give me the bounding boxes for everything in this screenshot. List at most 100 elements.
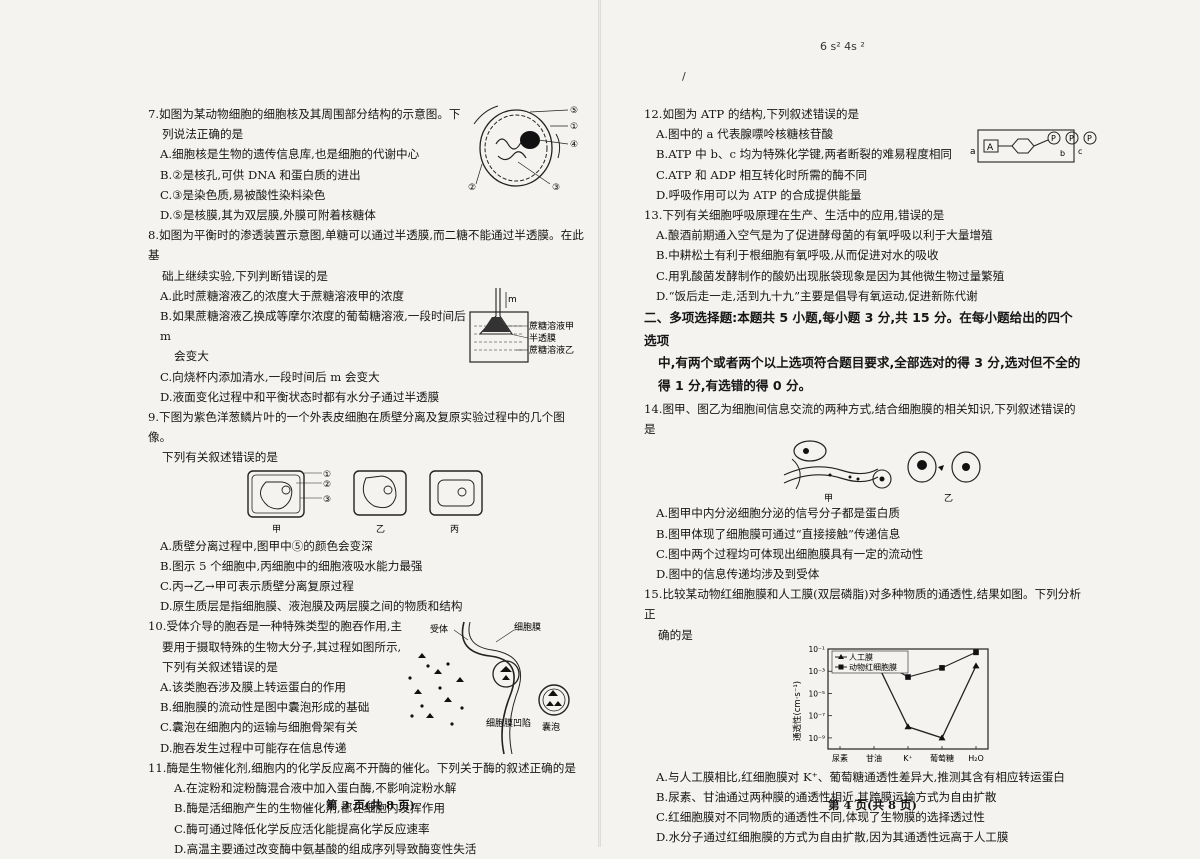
q9-option-c: C.丙→乙→甲可表示质壁分离复原过程 <box>160 579 354 594</box>
page-3-footer: 第 3 页(共 8 页) <box>326 798 415 812</box>
q7-label-2: ② <box>468 183 476 192</box>
cell-signaling-diagram: 甲 乙 <box>783 440 981 503</box>
q8-option-c: C.向烧杯内添加清水,一段时间后 m 会变大 <box>160 369 380 384</box>
q9-label-2: ② <box>323 480 331 490</box>
q7-label-1: ① <box>570 122 578 132</box>
page-4-content: 12.如图为 ATP 的结构,下列叙述错误的是 A.图中的 a 代表腺嘌呤核糖核… <box>644 104 1084 848</box>
q11-option-d: D.高温主要通过改变酶中氨基酸的组成序列导致酶变性失活 <box>174 841 477 856</box>
signaling-yi: 乙 <box>907 451 981 503</box>
legend-artificial-membrane: 人工膜 <box>849 652 873 662</box>
q10-stem-line-3: 下列有关叙述错误的是 <box>162 659 278 674</box>
q14-option-c: C.图中两个过程均可体现出细胞膜具有一定的流动性 <box>656 546 924 561</box>
q8-option-b-cont: 会变大 <box>174 349 209 364</box>
q14-label-jia: 甲 <box>824 493 833 503</box>
q9-option-b: B.图示 5 个细胞中,丙细胞中的细胞液吸水能力最强 <box>160 558 423 573</box>
q11-option-a: A.在淀粉和淀粉酶混合液中加入蛋白酶,不影响淀粉水解 <box>174 781 457 796</box>
question-7: 7.如图为某动物细胞的细胞核及其周围部分结构的示意图。下 列说法正确的是 A.细… <box>148 104 586 225</box>
q8-option-b: B.如果蔗糖溶液乙换成等摩尔浓度的葡萄糖溶液,一段时间后 m <box>160 309 466 344</box>
q7-option-c: C.③是染色质,易被酸性染料染色 <box>160 187 326 202</box>
page-3: 7.如图为某动物细胞的细胞核及其周围部分结构的示意图。下 列说法正确的是 A.细… <box>0 0 600 856</box>
atp-structure-diagram: a A P b P c P <box>970 129 1097 163</box>
q7-option-b: B.②是核孔,可供 DNA 和蛋白质的进出 <box>160 167 361 182</box>
q9-label-3: ③ <box>323 495 331 505</box>
q13-option-b: B.中耕松土有利于根细胞有氧呼吸,从而促进对水的吸收 <box>656 248 939 263</box>
q10-option-b: B.细胞膜的流动性是图中囊泡形成的基础 <box>160 700 370 715</box>
cell-jia: ① ② ③ 甲 <box>247 470 331 535</box>
q8-option-d: D.液面变化过程中和平衡状态时都有水分子通过半透膜 <box>160 389 440 404</box>
q15-stem-line-1: 15.比较某动物红细胞膜和人工膜(双层磷脂)对多种物质的通透性,结果如图。下列分… <box>644 587 1081 622</box>
question-15: 15.比较某动物红细胞膜和人工膜(双层磷脂)对多种物质的通透性,结果如图。下列分… <box>644 584 1084 847</box>
q10-option-d: D.胞吞发生过程中可能存在信息传递 <box>160 740 347 755</box>
page-4: 6 s² 4s ² / <box>600 0 1200 847</box>
point-artificial-membrane <box>938 734 946 741</box>
q14-option-d: D.图中的信息传递均涉及到受体 <box>656 567 820 582</box>
q15-option-d: D.水分子通过红细胞膜的方式为自由扩散,因为其通透性远高于人工膜 <box>656 830 1009 845</box>
y-tick-label: 10⁻³ <box>808 667 825 676</box>
point-artificial-membrane <box>904 723 912 730</box>
question-8: 8.如图为平衡时的渗透装置示意图,单糖可以通过半透膜,而二糖不能通过半透膜。在此… <box>148 225 586 407</box>
q9-stem-line-2: 下列有关叙述错误的是 <box>162 450 278 465</box>
q12-option-a: A.图中的 a 代表腺嘌呤核糖核苷酸 <box>656 127 834 142</box>
page-4-footer: 第 4 页(共 8 页) <box>828 798 917 812</box>
q7-label-3: ③ <box>552 183 560 192</box>
atp-label-p2: P <box>1069 134 1074 143</box>
q10-option-c: C.囊泡在细胞内的运输与细胞骨架有关 <box>160 720 358 735</box>
q12-stem: 12.如图为 ATP 的结构,下列叙述错误的是 <box>644 107 860 121</box>
nucleus-diagram: ⑤ ① ④ ③ ② <box>468 105 578 192</box>
chart-y-axis-label: 通透性(cm·s⁻¹) <box>792 681 803 741</box>
handwriting-mark: / <box>682 70 686 83</box>
point-rbc-membrane <box>973 649 979 656</box>
point-artificial-membrane <box>972 662 980 669</box>
page-3-content: 7.如图为某动物细胞的细胞核及其周围部分结构的示意图。下 列说法正确的是 A.细… <box>148 104 586 859</box>
q9-label-1: ① <box>323 470 331 480</box>
x-tick-label: 葡萄糖 <box>930 753 954 763</box>
q9-label-bing: 丙 <box>450 524 459 535</box>
atp-label-b: b <box>1060 149 1065 158</box>
y-tick-label: 10⁻⁷ <box>808 712 825 721</box>
q15-option-a: A.与人工膜相比,红细胞膜对 K⁺、葡萄糖通透性差异大,推测其含有相应转运蛋白 <box>656 769 1065 784</box>
q7-stem-line-1: 7.如图为某动物细胞的细胞核及其周围部分结构的示意图。下 <box>148 107 461 121</box>
q8-stem-line-2: 础上继续实验,下列判断错误的是 <box>162 268 328 283</box>
point-rbc-membrane <box>905 674 911 680</box>
q10-option-a: A.该类胞吞涉及膜上转运蛋白的作用 <box>160 680 346 695</box>
q13-option-c: C.用乳酸菌发酵制作的酸奶出现胀袋现象是因为其他微生物过量繁殖 <box>656 268 1005 283</box>
section-2-heading: 二、多项选择题:本题共 5 小题,每小题 3 分,共 15 分。在每小题给出的四… <box>644 307 1084 397</box>
question-14: 14.图甲、图乙为细胞间信息交流的两种方式,结合细胞膜的相关知识,下列叙述错误的… <box>644 399 1084 584</box>
q7-stem-line-2: 列说法正确的是 <box>162 127 244 142</box>
q15-option-b: B.尿素、甘油通过两种膜的通透性相近,其跨膜运输方式为自由扩散 <box>656 790 997 805</box>
atp-label-a: a <box>970 147 976 157</box>
q10-label-vesicle: 囊泡 <box>542 721 560 733</box>
q12-option-c: C.ATP 和 ADP 相互转化时所需的酶不同 <box>656 167 868 182</box>
q9-label-yi: 乙 <box>376 524 385 535</box>
question-9: 9.下图为紫色洋葱鳞片叶的一个外表皮细胞在质壁分离及复原实验过程中的几个图像。 … <box>148 407 586 616</box>
question-10: 10.受体介导的胞吞是一种特殊类型的胞吞作用,主 要用于摄取特殊的生物大分子,其… <box>148 616 586 757</box>
page-fold <box>598 0 601 847</box>
q8-option-a: A.此时蔗糖溶液乙的浓度大于蔗糖溶液甲的浓度 <box>160 288 404 303</box>
q11-stem: 11.酶是生物催化剂,细胞内的化学反应离不开酶的催化。下列关于酶的叙述正确的是 <box>148 760 576 775</box>
endocytosis-diagram: 受体 细胞膜 细胞膜凹陷 囊泡 <box>408 621 570 755</box>
atp-label-p3: P <box>1087 134 1092 143</box>
q12-option-b: B.ATP 中 b、c 均为特殊化学键,两者断裂的难易程度相同 <box>656 147 953 162</box>
section-2-line-1: 二、多项选择题:本题共 5 小题,每小题 3 分,共 15 分。在每小题给出的四… <box>644 310 1073 348</box>
q9-option-d: D.原生质层是指细胞膜、液泡膜及两层膜之间的物质和结构 <box>160 599 463 614</box>
q7-label-4: ④ <box>570 140 578 150</box>
q14-option-b: B.图甲体现了细胞膜可通过“直接接触”传递信息 <box>656 526 901 541</box>
q15-option-c: C.红细胞膜对不同物质的通透性不同,体现了生物膜的选择透过性 <box>656 810 985 825</box>
q9-option-a: A.质壁分离过程中,图甲中⑤的颜色会变深 <box>160 538 373 553</box>
legend-rbc-membrane: 动物红细胞膜 <box>849 662 897 672</box>
y-tick-label: 10⁻⁵ <box>808 689 825 698</box>
q9-stem-line-1: 9.下图为紫色洋葱鳞片叶的一个外表皮细胞在质壁分离及复原实验过程中的几个图像。 <box>148 410 565 445</box>
q8-label-m: m <box>508 295 517 305</box>
q14-label-yi: 乙 <box>944 493 953 503</box>
q10-stem-line-2: 要用于摄取特殊的生物大分子,其过程如图所示, <box>162 639 402 654</box>
x-tick-label: H₂O <box>968 754 984 763</box>
q13-option-a: A.酿酒前期通入空气是为了促进酵母菌的有氧呼吸以利于大量增殖 <box>656 228 993 243</box>
q9-label-jia: 甲 <box>272 524 281 535</box>
q12-option-d: D.呼吸作用可以为 ATP 的合成提供能量 <box>656 187 862 202</box>
chart-legend: 人工膜 动物红细胞膜 <box>831 650 909 674</box>
q7-option-a: A.细胞核是生物的遗传信息库,也是细胞的代谢中心 <box>160 147 420 162</box>
point-rbc-membrane <box>939 664 945 671</box>
q10-label-invagination: 细胞膜凹陷 <box>486 717 531 729</box>
q11-option-c: C.酶可通过降低化学反应活化能提高化学反应速率 <box>174 821 430 836</box>
